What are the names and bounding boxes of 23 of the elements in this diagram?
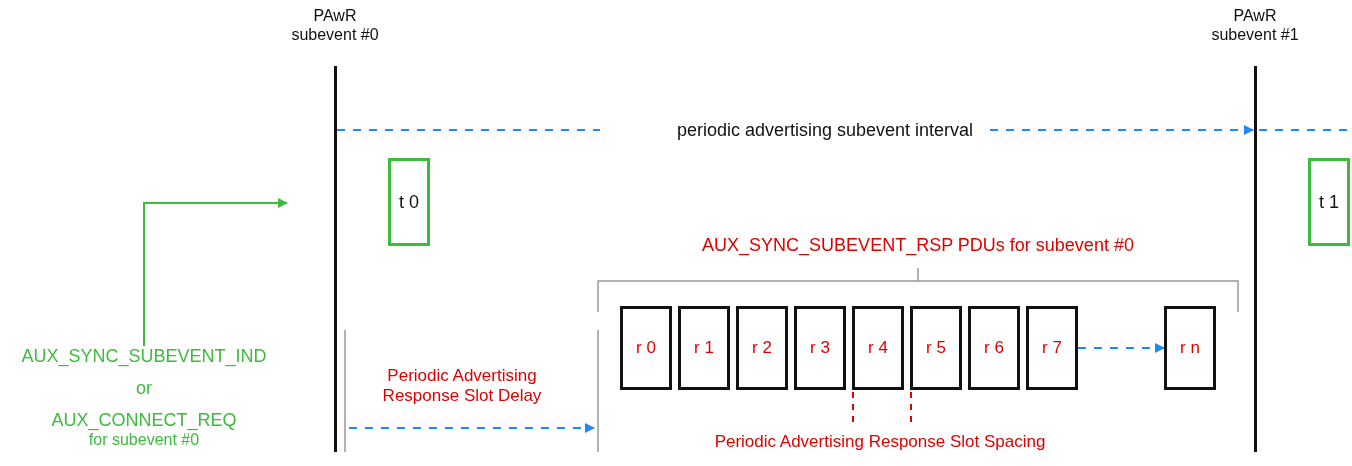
message-name: AUX_SYNC_SUBEVENT_IND [20, 346, 268, 366]
interval-label: periodic advertising subevent interval [675, 120, 975, 140]
arrow [143, 198, 288, 347]
group-label: AUX_SYNC_SUBEVENT_RSP PDUs for subevent #0 [701, 235, 1135, 255]
timeline-heading: PAwR subevent #1 [1210, 6, 1300, 44]
response-slot-box: r 1 [678, 306, 730, 390]
dimension-label: Periodic Advertising Response Slot Spacing [713, 432, 1047, 452]
packet-box: t 0 [388, 158, 430, 246]
timeline-heading: PAwR subevent #0 [290, 6, 380, 44]
arrow [1077, 343, 1165, 353]
packet-box: t 1 [1308, 158, 1350, 246]
response-slot-box: r 7 [1026, 306, 1078, 390]
response-slot-box: r 2 [736, 306, 788, 390]
dimension-label: Periodic Advertising Response Slot Delay [381, 366, 543, 406]
response-slot-box: r 3 [794, 306, 846, 390]
message-name: for subevent #0 [87, 431, 201, 450]
response-slot-box: r n [1164, 306, 1216, 390]
message-name: AUX_CONNECT_REQ [50, 410, 238, 430]
response-slot-box: r 0 [620, 306, 672, 390]
response-slot-box: r 6 [968, 306, 1020, 390]
response-slot-box: r 5 [910, 306, 962, 390]
response-slot-box: r 4 [852, 306, 904, 390]
message-name: or [135, 378, 153, 398]
